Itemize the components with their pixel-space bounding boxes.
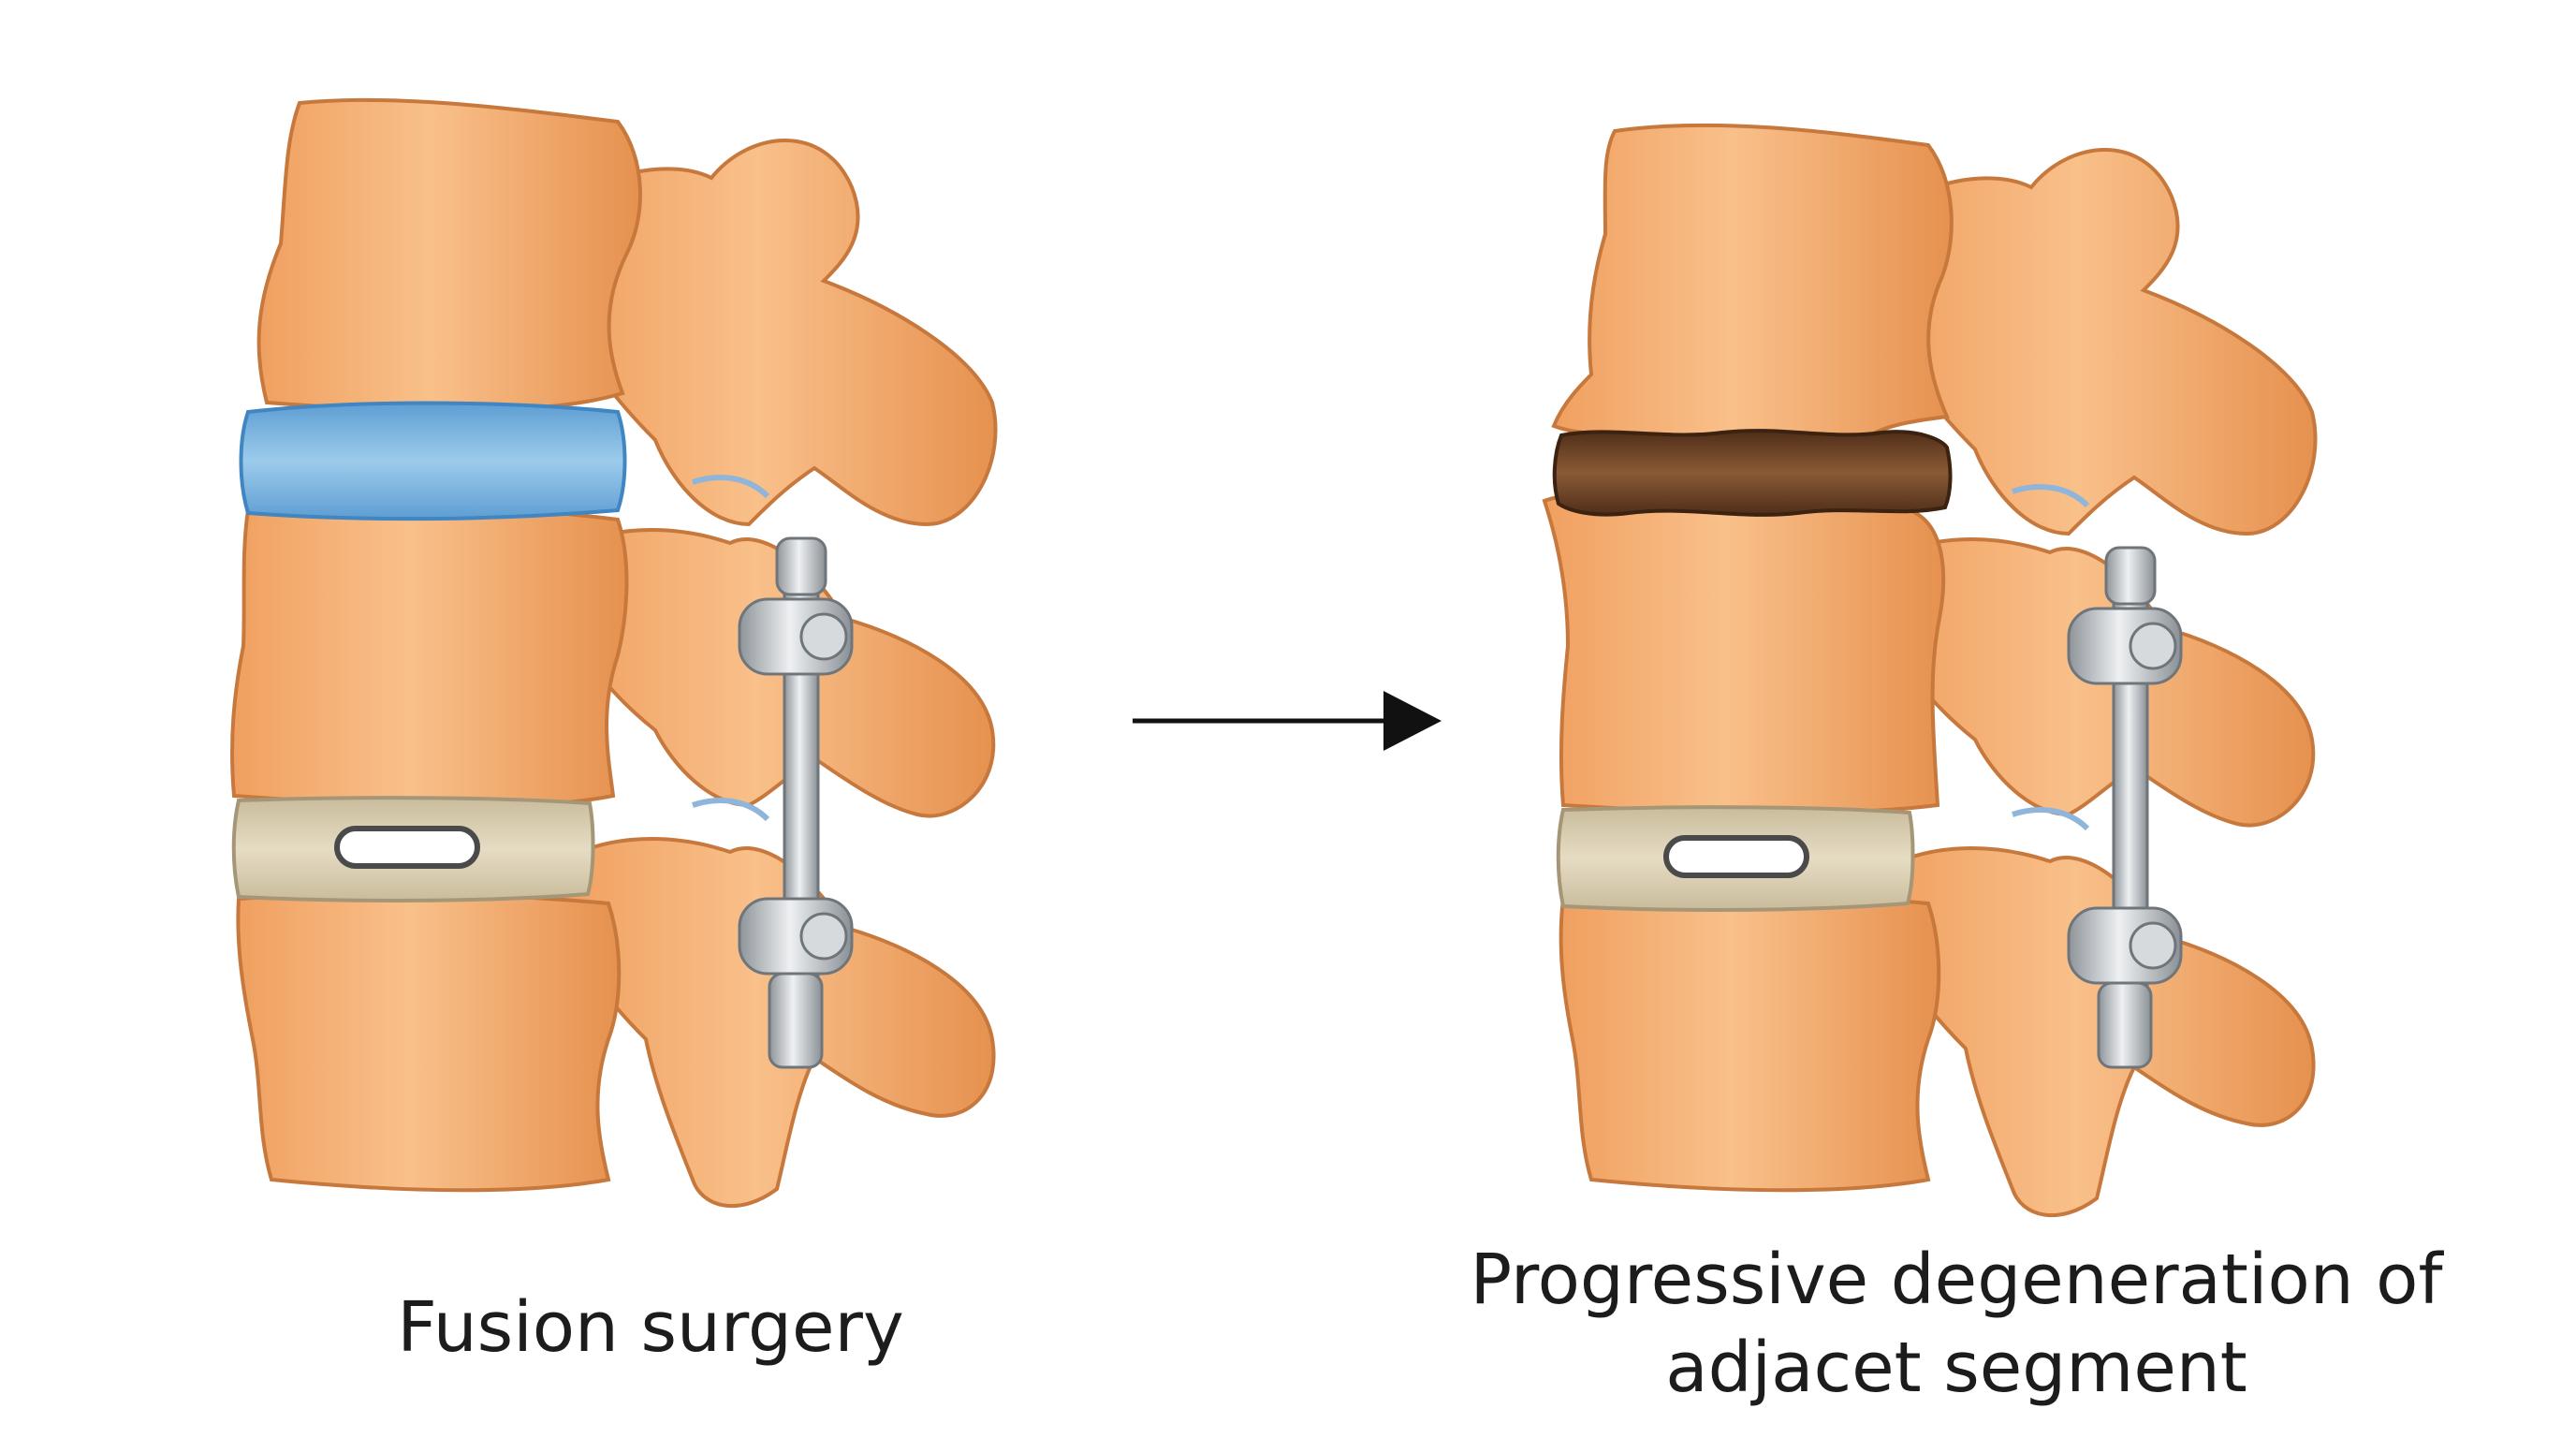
caption-line-2: adjacet segment <box>1665 1328 2247 1408</box>
left-spine-illustration <box>230 97 998 1209</box>
degenerated-disc <box>1552 429 1953 517</box>
interbody-cage-right <box>1556 805 1915 912</box>
pedicle-hardware <box>738 536 854 1069</box>
vertebral-bodies-right <box>1542 123 1954 1193</box>
facet-joints <box>692 475 770 822</box>
pedicle-hardware-right <box>2067 546 2183 1069</box>
transition-arrow-icon <box>1133 691 1442 751</box>
healthy-disc <box>239 401 627 521</box>
caption-line-1: Progressive degeneration of <box>1470 1240 2443 1320</box>
right-spine-illustration <box>1542 123 2318 1218</box>
facet-joints-right <box>2012 484 2090 831</box>
caption-fusion-surgery: Fusion surgery <box>397 1287 904 1368</box>
interbody-cage <box>231 796 595 902</box>
caption-adjacent-degeneration: Progressive degeneration of adjacet segm… <box>1395 1236 2518 1412</box>
vertebral-bodies <box>230 97 642 1193</box>
